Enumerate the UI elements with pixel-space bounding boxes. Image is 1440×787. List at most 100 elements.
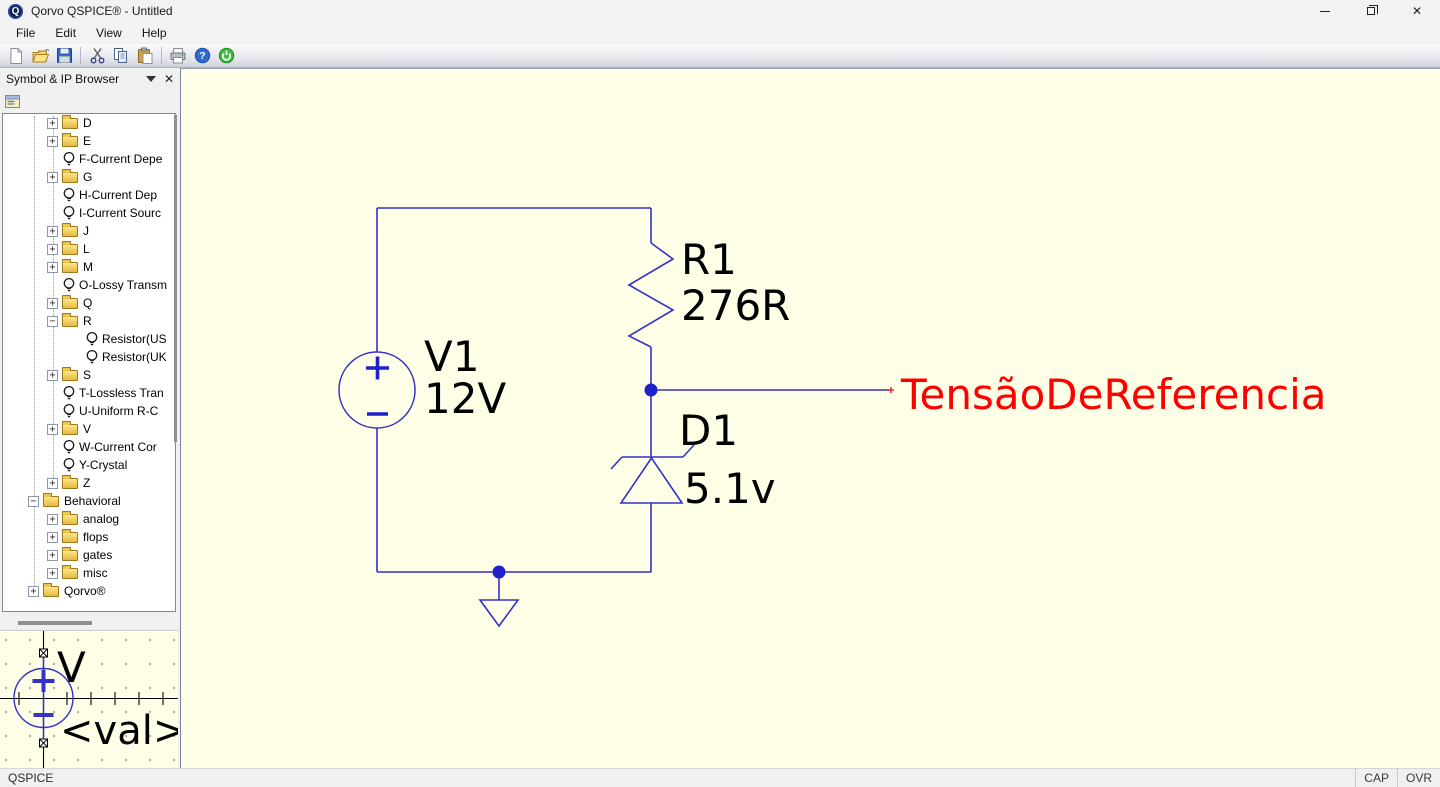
expand-toggle-icon[interactable]: +	[47, 261, 58, 273]
minimize-button[interactable]	[1302, 0, 1348, 22]
tree-guide-line	[34, 116, 35, 594]
menu-file[interactable]: File	[16, 26, 36, 40]
menu-edit[interactable]: Edit	[55, 26, 77, 40]
tree-item-i-current-sourc[interactable]: I-Current Sourc	[3, 204, 175, 222]
expand-toggle-icon[interactable]: +	[47, 297, 58, 309]
panel-menu-dropdown-icon[interactable]	[145, 76, 156, 82]
tree-item-z[interactable]: +Z	[3, 474, 175, 492]
expand-toggle-icon[interactable]: +	[47, 117, 58, 129]
restore-icon	[1367, 5, 1378, 15]
expand-toggle-icon[interactable]: +	[28, 585, 39, 597]
component-r1-resistor[interactable]: R1 276R	[627, 235, 790, 348]
tree-item-label: Behavioral	[64, 494, 121, 508]
symbol-list-icon[interactable]	[4, 93, 22, 110]
tree-item-t-lossless-tran[interactable]: T-Lossless Tran	[3, 384, 175, 402]
tree-horizontal-scrollbar[interactable]	[18, 621, 92, 625]
tree-item-r[interactable]: −R	[3, 312, 175, 330]
tree-item-y-crystal[interactable]: Y-Crystal	[3, 456, 175, 474]
expand-toggle-icon[interactable]: +	[47, 549, 58, 561]
expand-toggle-icon[interactable]: +	[47, 135, 58, 147]
expand-toggle-icon[interactable]: +	[47, 225, 58, 237]
d1-value-label[interactable]: 5.1v	[684, 464, 776, 513]
tree-item-resistor-us[interactable]: Resistor(US	[3, 330, 175, 348]
expand-toggle-icon[interactable]: +	[47, 477, 58, 489]
schematic-canvas[interactable]: V1 12V R1 276R D1 5.1v	[180, 68, 1440, 768]
tree-item-u-uniform-r-c[interactable]: U-Uniform R-C	[3, 402, 175, 420]
tree-item-label: misc	[83, 566, 108, 580]
tree-item-label: L	[83, 242, 90, 256]
expand-toggle-icon[interactable]: +	[47, 423, 58, 435]
component-d1-zener-diode[interactable]: D1 5.1v	[610, 406, 776, 513]
cut-button[interactable]	[85, 45, 109, 66]
expand-toggle-icon[interactable]: +	[47, 531, 58, 543]
expand-toggle-icon[interactable]: +	[47, 369, 58, 381]
panel-splitter[interactable]	[0, 612, 178, 630]
tree-item-e[interactable]: +E	[3, 132, 175, 150]
wires[interactable]	[376, 207, 889, 573]
save-icon	[56, 48, 72, 63]
print-button[interactable]	[166, 45, 190, 66]
tree-item-gates[interactable]: + gates	[3, 546, 175, 564]
d1-ref-label[interactable]: D1	[679, 406, 738, 455]
tree-item-label: T-Lossless Tran	[79, 386, 164, 400]
expand-toggle-icon[interactable]: +	[47, 171, 58, 183]
r1-value-label[interactable]: 276R	[681, 281, 790, 330]
tree-item-m[interactable]: +M	[3, 258, 175, 276]
component-symbol-icon	[63, 385, 75, 400]
expand-toggle-icon[interactable]: +	[47, 567, 58, 579]
svg-text:?: ?	[199, 50, 205, 62]
tree-item-v[interactable]: +V	[3, 420, 175, 438]
tree-item-d[interactable]: +D	[3, 114, 175, 132]
open-button[interactable]	[28, 45, 52, 66]
menu-view[interactable]: View	[96, 26, 122, 40]
panel-close-icon[interactable]: ✕	[163, 72, 174, 86]
tree-vertical-scrollbar[interactable]	[174, 115, 177, 442]
new-document-button[interactable]	[4, 45, 28, 66]
copy-icon	[114, 47, 127, 63]
component-v1-voltage-source[interactable]: V1 12V	[338, 332, 506, 429]
tree-item-h-current-dep[interactable]: H-Current Dep	[3, 186, 175, 204]
tree-item-analog[interactable]: +analog	[3, 510, 175, 528]
tree-item-f-current-depe[interactable]: F-Current Depe	[3, 150, 175, 168]
tree-item-misc[interactable]: + misc	[3, 564, 175, 582]
tree-item-label: flops	[83, 530, 109, 544]
component-symbol-icon	[63, 439, 75, 454]
tree-item-flops[interactable]: + flops	[3, 528, 175, 546]
tree-item-o-lossy-transm[interactable]: O-Lossy Transm	[3, 276, 175, 294]
collapse-toggle-icon[interactable]: −	[47, 315, 58, 327]
tree-item-label: M	[83, 260, 93, 274]
tree-item-qorvo[interactable]: +Qorvo®	[3, 582, 175, 600]
close-button[interactable]: ✕	[1394, 0, 1440, 22]
restore-button[interactable]	[1348, 0, 1394, 22]
r1-ref-label[interactable]: R1	[681, 235, 737, 284]
expand-toggle-icon[interactable]: +	[47, 243, 58, 255]
help-button[interactable]: ?	[190, 45, 214, 66]
tree-item-behavioral[interactable]: − Behavioral	[3, 492, 175, 510]
ground-symbol[interactable]	[478, 572, 520, 628]
menu-help[interactable]: Help	[141, 26, 167, 40]
folder-icon	[43, 582, 59, 597]
collapse-toggle-icon[interactable]: −	[28, 495, 39, 507]
tree-item-j[interactable]: +J	[3, 222, 175, 240]
tree-item-label: gates	[83, 548, 113, 562]
run-button[interactable]	[214, 45, 238, 66]
copy-button[interactable]	[109, 45, 133, 66]
preview-prefix-label: V	[57, 643, 86, 692]
tree-item-q[interactable]: +Q	[3, 294, 175, 312]
paste-button[interactable]	[133, 45, 157, 66]
tree-item-resistor-uk[interactable]: Resistor(UK	[3, 348, 175, 366]
tree-item-w-current-cor[interactable]: W-Current Cor	[3, 438, 175, 456]
tree-item-s[interactable]: +S	[3, 366, 175, 384]
tree-item-label: Q	[83, 296, 93, 310]
folder-icon	[62, 564, 78, 579]
print-icon	[170, 47, 186, 63]
tree-item-l[interactable]: +L	[3, 240, 175, 258]
v1-value-label[interactable]: 12V	[424, 374, 506, 423]
v1-ref-label[interactable]: V1	[424, 332, 479, 381]
expand-toggle-icon[interactable]: +	[47, 513, 58, 525]
net-label-tensao-de-referencia[interactable]: TensãoDeReferencia	[900, 370, 1327, 419]
save-button[interactable]	[52, 45, 76, 66]
tree-item-g[interactable]: +G	[3, 168, 175, 186]
